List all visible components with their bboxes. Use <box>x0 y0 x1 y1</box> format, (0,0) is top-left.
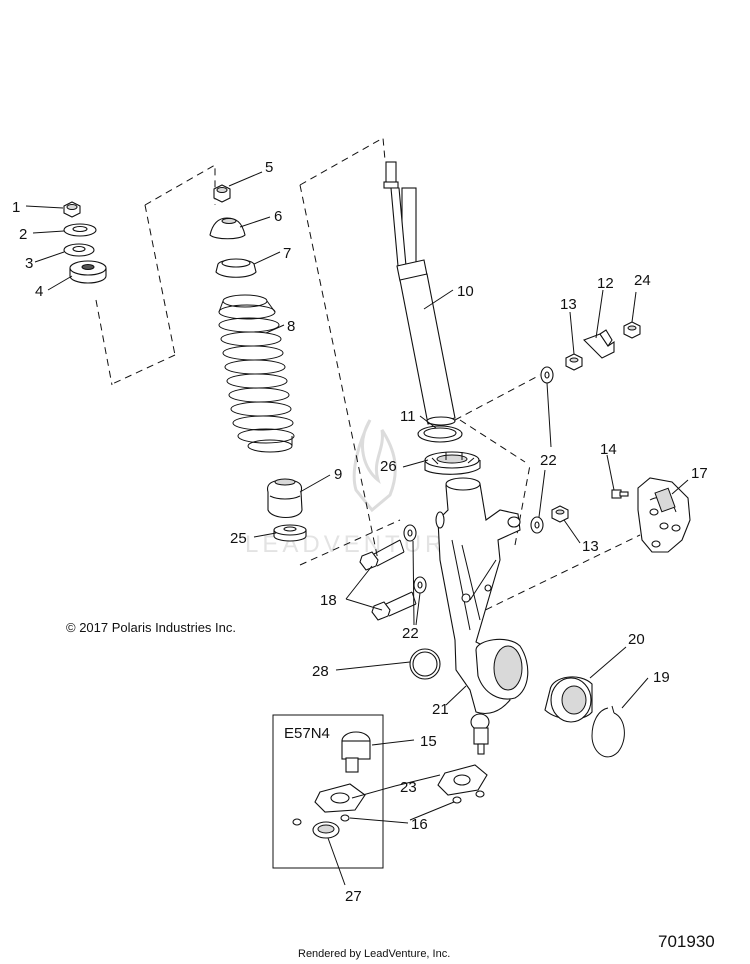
part-11-ring <box>417 425 463 443</box>
assembly-dashed-lines <box>95 137 641 616</box>
part-12-bracket <box>583 329 615 359</box>
part-5-nut <box>213 184 231 203</box>
callout-19: 19 <box>653 669 670 686</box>
part-6-spring-retainer <box>209 217 246 240</box>
callout-1: 1 <box>12 199 20 216</box>
rendered-by-text: Rendered by LeadVenture, Inc. <box>298 948 450 960</box>
callout-11: 11 <box>400 408 416 425</box>
callout-5: 5 <box>265 159 273 176</box>
part-9-bump-stop <box>266 478 303 519</box>
callout-6: 6 <box>274 208 282 225</box>
part-7-spring-seat <box>215 258 257 278</box>
callout-10: 10 <box>457 283 474 300</box>
callout-22-right: 22 <box>540 452 557 469</box>
part-24-nut <box>623 321 641 339</box>
callout-8: 8 <box>287 318 295 335</box>
part-17-brake-caliper <box>637 477 691 553</box>
callout-23: 23 <box>400 779 417 796</box>
callout-12: 12 <box>597 275 614 292</box>
copyright-text: © 2017 Polaris Industries Inc. <box>66 620 236 635</box>
part-16-screws <box>292 790 485 826</box>
callout-9: 9 <box>334 466 342 483</box>
part-23-plates <box>314 764 488 813</box>
callout-16: 16 <box>411 816 428 833</box>
part-22-washers <box>403 366 554 594</box>
part-20-wheel-bearing <box>544 676 593 723</box>
part-13-nuts <box>551 353 583 523</box>
callout-7: 7 <box>283 245 291 262</box>
part-1-nut <box>63 201 81 218</box>
part-28-ring <box>409 648 441 680</box>
callout-22-left: 22 <box>402 625 419 642</box>
part-19-snap-ring <box>591 705 625 758</box>
part-15-ball-joint <box>341 713 490 773</box>
callout-27: 27 <box>345 888 362 905</box>
part-4-bushing <box>69 260 107 284</box>
callout-13-bottom: 13 <box>582 538 599 555</box>
callout-21: 21 <box>432 701 449 718</box>
part-10-shock-absorber <box>383 161 456 426</box>
callout-24: 24 <box>634 272 651 289</box>
callout-25: 25 <box>230 530 247 547</box>
part-8-coil-spring <box>218 294 295 453</box>
callout-13-top: 13 <box>560 296 577 313</box>
part-27-seal <box>312 821 340 839</box>
callout-4: 4 <box>35 283 43 300</box>
callout-20: 20 <box>628 631 645 648</box>
callout-15: 15 <box>420 733 437 750</box>
callout-14: 14 <box>600 441 617 458</box>
leader-lines <box>25 171 689 886</box>
part-3-washer <box>63 243 95 257</box>
part-25-washer <box>273 524 307 542</box>
inset-label: E57N4 <box>284 725 330 742</box>
callout-28: 28 <box>312 663 329 680</box>
callout-18: 18 <box>320 592 337 609</box>
callout-numbers: 1 2 3 4 5 6 7 8 9 10 11 12 13 13 14 15 1… <box>12 159 708 905</box>
callout-3: 3 <box>25 255 33 272</box>
callout-26: 26 <box>380 458 397 475</box>
part-21-steering-knuckle <box>435 477 529 715</box>
part-18-bolts <box>359 539 417 621</box>
part-14-bleeder-screw <box>611 489 629 499</box>
part-2-washer <box>63 223 97 237</box>
part-26-top-mount <box>424 451 481 475</box>
callout-17: 17 <box>691 465 708 482</box>
inset-box <box>272 714 384 869</box>
diagram-number: 701930 <box>658 932 715 951</box>
callout-2: 2 <box>19 226 27 243</box>
